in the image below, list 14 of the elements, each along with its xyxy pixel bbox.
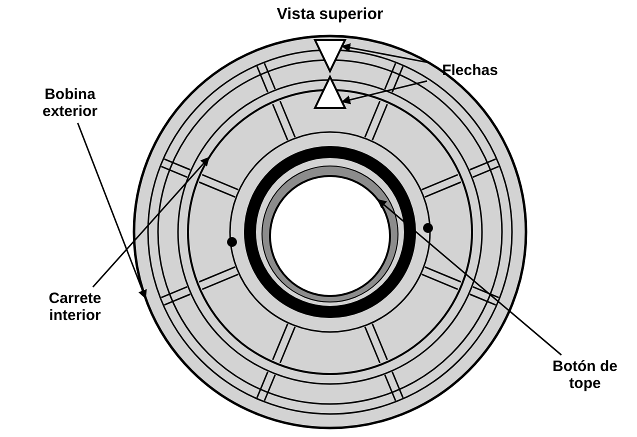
arrow-mark (313, 74, 347, 109)
callout-label: Flechas (430, 62, 510, 79)
title: Vista superior (276, 6, 384, 23)
leader-line (92, 156, 210, 288)
leader-line (376, 198, 562, 356)
inner-reel (187, 89, 473, 375)
callout-label: Carrete interior (30, 290, 120, 324)
arrow-mark (313, 39, 347, 74)
stop-button (269, 175, 391, 297)
leader-line (341, 43, 428, 64)
callout-label: Botón de tope (540, 358, 630, 392)
callout-label: Bobina exterior (30, 86, 110, 120)
leader-line (341, 80, 428, 104)
leader-line (77, 122, 147, 300)
